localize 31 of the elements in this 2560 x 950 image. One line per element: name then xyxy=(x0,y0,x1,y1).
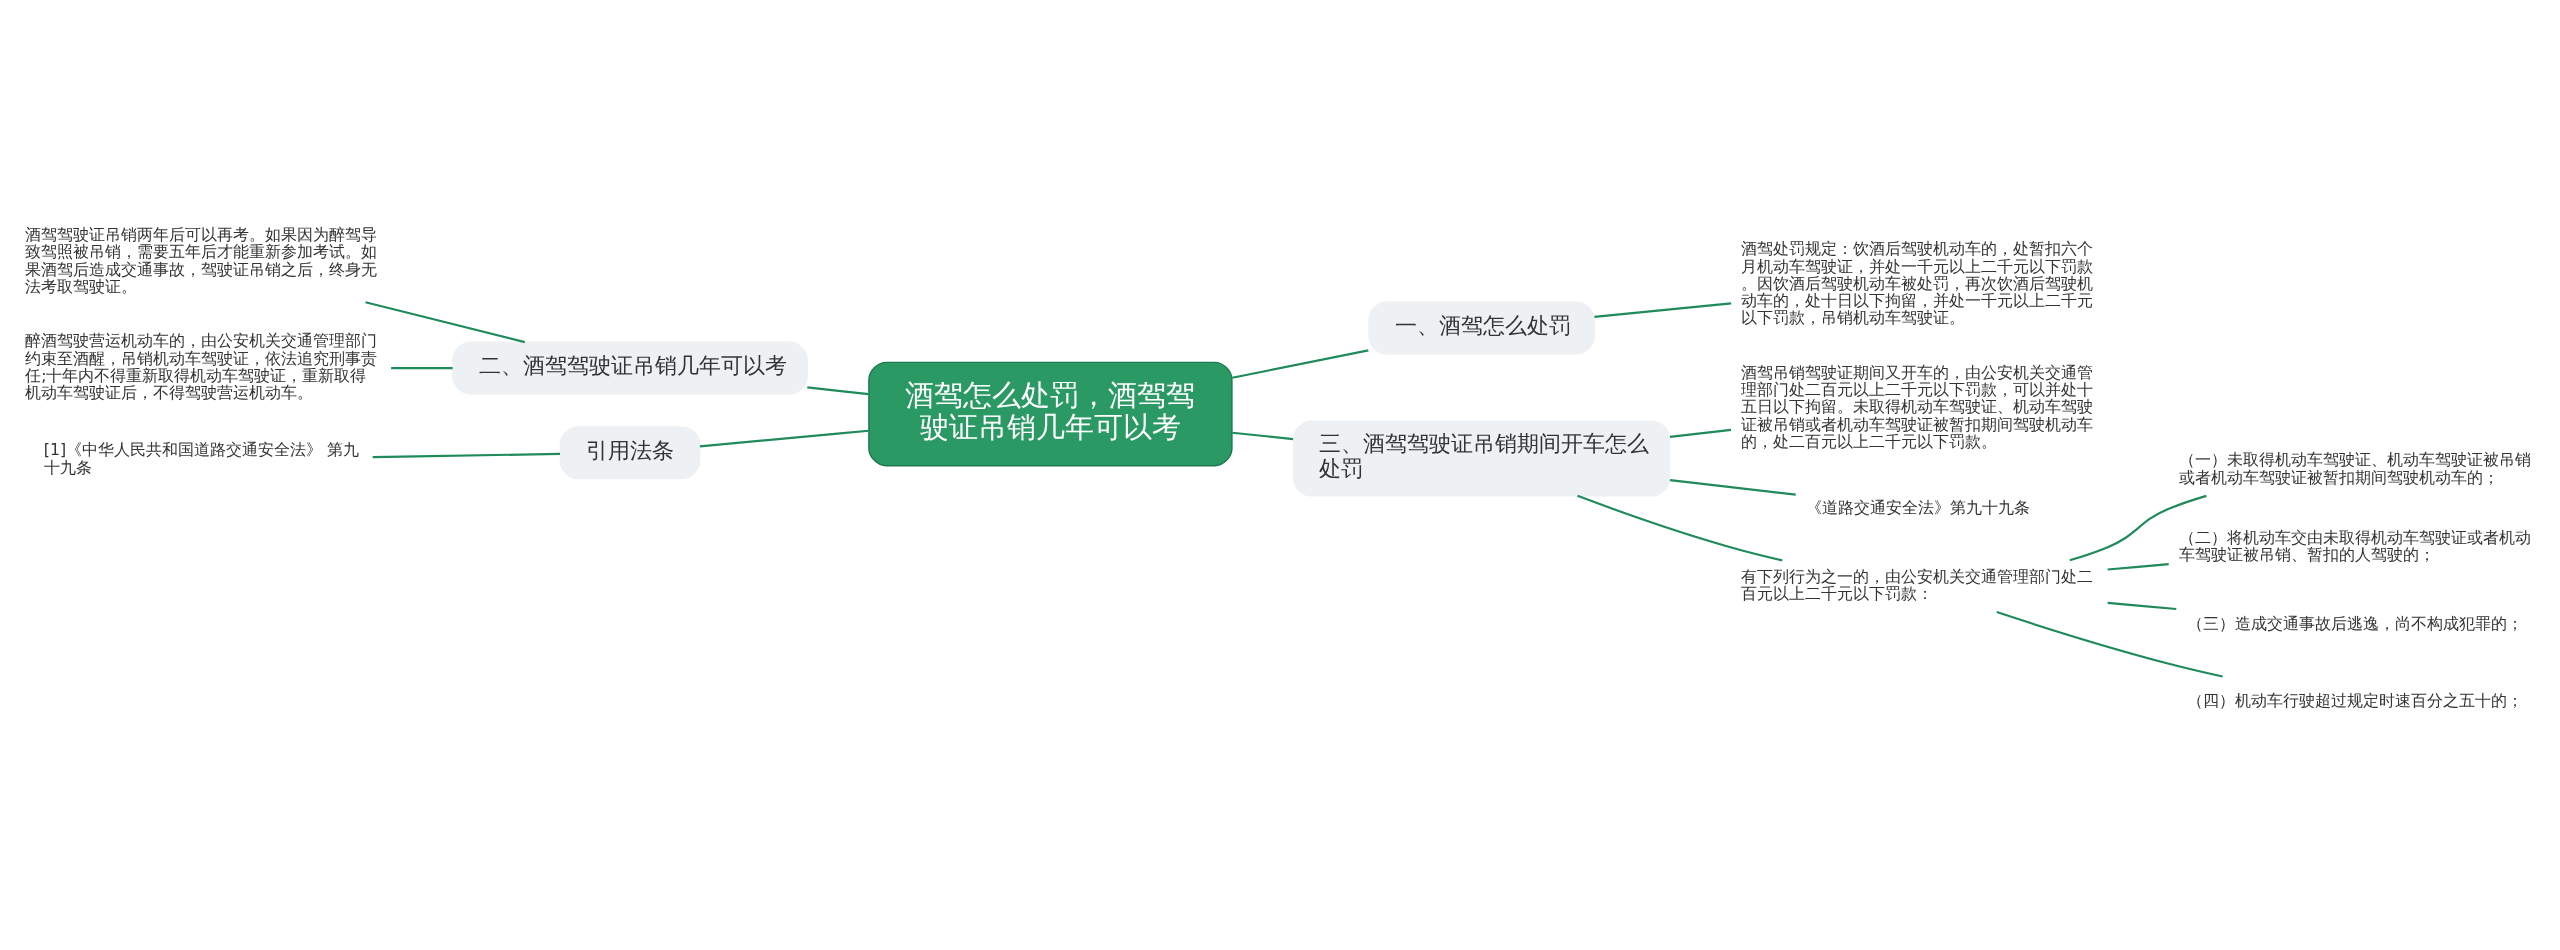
connector xyxy=(1669,428,1732,438)
node-text: （二）将机动车交由未取得机动车驾驶证或者机动车驾驶证被吊销、暂扣的人驾驶的； xyxy=(2178,527,2531,565)
node-text: [1]《中华人民共和国道路交通安全法》 第九十九条 xyxy=(43,440,360,477)
connector xyxy=(807,386,869,396)
connector xyxy=(1232,431,1294,441)
node-box: 三、酒驾驾驶证吊销期间开车怎么处罚 xyxy=(1292,420,1671,497)
node-text: 酒驾驾驶证吊销两年后可以再考。如果因为醉驾导致驾照被吊销，需要五年后才能重新参加考试。如果酒驾后造成交通事故，驾驶证吊销之后，终身无法考取驾驶证。 xyxy=(25,225,378,296)
connector xyxy=(699,429,869,448)
connector xyxy=(2069,494,2207,562)
connector xyxy=(391,367,453,370)
connector xyxy=(2107,601,2177,611)
connector xyxy=(1669,479,1796,496)
connector xyxy=(1232,349,1369,379)
node-text: 醉酒驾驶营运机动车的，由公安机关交通管理部门约束至酒醒，吊销机动车驾驶证，依法追究刑事责任;十年内不得重新取得机动车驾驶证，重新取得机动车驾驶证后，不得驾驶营运机动车。 xyxy=(25,331,378,402)
node-text: 《道路交通安全法》第九十九条 xyxy=(1805,497,2030,517)
connector xyxy=(1577,494,1783,562)
connector xyxy=(372,452,561,459)
node-box: 酒驾怎么处罚，酒驾驾驶证吊销几年可以考 xyxy=(868,361,1233,467)
connector xyxy=(2107,563,2169,571)
node-text: （三）造成交通事故后逃逸，尚不构成犯罪的； xyxy=(2186,613,2523,633)
node-text: 酒驾处罚规定：饮酒后驾驶机动车的，处暂扣六个月机动车驾驶证，并处一千元以上二千元以下罚款。因饮酒后驾驶机动车被处罚，再次饮酒后驾驶机动车的，处十日以下拘留，并处一千元以上二千元以下罚款，吊销机动车驾驶证。 xyxy=(1741,239,2094,328)
node-text: （一）未取得机动车驾驶证、机动车驾驶证被吊销或者机动车驾驶证被暂扣期间驾驶机动车的； xyxy=(2178,450,2531,487)
node-box: 引用法条 xyxy=(559,426,701,480)
node-box: 二、酒驾驾驶证吊销几年可以考 xyxy=(452,341,808,395)
connector xyxy=(1996,611,2223,678)
connector xyxy=(365,301,526,344)
connector xyxy=(1594,302,1732,318)
node-text: （四）机动车行驶超过规定时速百分之五十的； xyxy=(2186,691,2523,711)
node-text: 有下列行为之一的，由公安机关交通管理部门处二百元以上二千元以下罚款： xyxy=(1741,566,2094,603)
node-box: 一、酒驾怎么处罚 xyxy=(1368,301,1595,355)
node-text: 酒驾吊销驾驶证期间又开车的，由公安机关交通管理部门处二百元以上二千元以下罚款，可以并处十五日以下拘留。未取得机动车驾驶证、机动车驾驶证被吊销或者机动车驾驶证被暂扣期间驾驶机动车的，处二百元以上二千元以下罚款。 xyxy=(1741,362,2094,451)
